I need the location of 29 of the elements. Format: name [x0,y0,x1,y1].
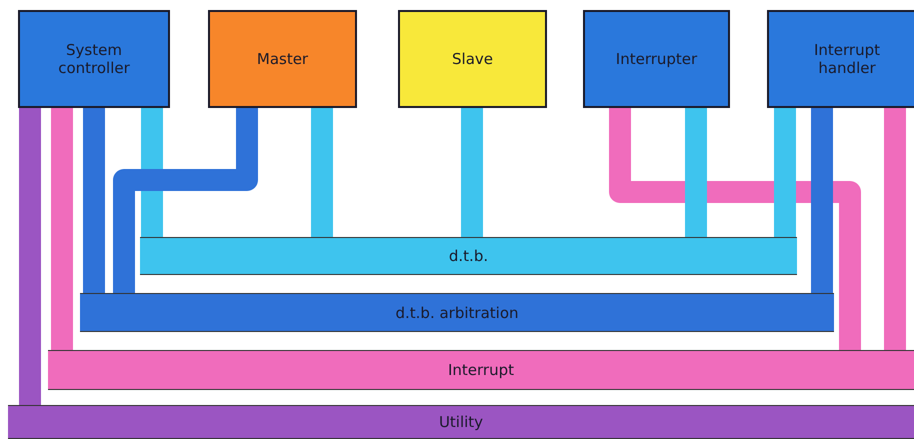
module-label: Interrupt handler [812,41,882,77]
module-box [18,10,170,108]
bus-connector [311,108,333,237]
bus-connector [51,108,73,350]
bus-connector [811,108,833,293]
module-label: Interrupter [616,50,698,68]
bus-connector [884,108,906,350]
bus-connector [19,108,41,405]
bus-connector [461,108,483,237]
bus-connector [83,108,105,293]
module-box [767,10,914,108]
bus-band [140,237,797,275]
module-label: Master [256,50,308,68]
bus-connector [685,108,707,237]
module-box [208,10,357,108]
bus-connector [609,108,861,350]
module-label: System controller [57,41,131,77]
bus-band [8,405,914,439]
bus-label: Interrupt [448,361,514,379]
module-label: Slave [452,50,493,68]
bus-connector [141,108,163,237]
module-box [398,10,547,108]
bus-band [80,293,834,332]
bus-label: d.t.b. [448,247,488,265]
bus-band [48,350,914,390]
module-box [583,10,730,108]
bus-label: Utility [438,413,484,431]
bus-connector [774,108,796,237]
bus-label: d.t.b. arbitration [395,304,519,322]
